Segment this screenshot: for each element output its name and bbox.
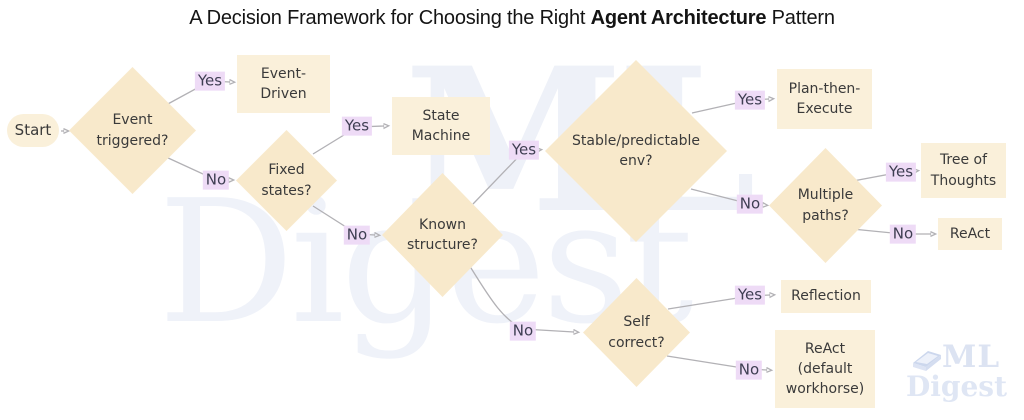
logo-digest-text: Digest: [906, 370, 1008, 403]
edge-label-yes: Yes: [341, 116, 373, 136]
start-node: Start: [7, 114, 59, 147]
page-title: A Decision Framework for Choosing the Ri…: [0, 7, 1024, 30]
outcome-event-driven: Event- Driven: [237, 55, 330, 113]
outcome-tree-of-thoughts: Tree of Thoughts: [921, 143, 1006, 198]
edge-label-no: No: [343, 225, 371, 245]
title-bold: Agent Architecture: [590, 7, 767, 29]
title-suffix: Pattern: [766, 7, 835, 29]
edge-label-yes: Yes: [734, 90, 766, 110]
logo-ml-text: ML: [942, 339, 1001, 375]
edge-label-no: No: [509, 321, 537, 341]
edge-label-no: No: [735, 360, 763, 380]
title-prefix: A Decision Framework for Choosing the Ri…: [189, 7, 591, 29]
outcome-reflection: Reflection: [781, 280, 871, 313]
edge-label-yes: Yes: [885, 162, 917, 182]
edge-label-yes: Yes: [194, 71, 226, 91]
edge-label-yes: Yes: [508, 140, 540, 160]
outcome-react-default-workhorse: ReAct (default workhorse): [775, 330, 875, 408]
outcome-state-machine: State Machine: [392, 97, 490, 155]
book-icon: [913, 351, 941, 371]
ml-digest-logo: ML Digest: [902, 336, 1014, 406]
outcome-react: ReAct: [938, 218, 1002, 250]
outcome-plan-then-execute: Plan-then- Execute: [777, 69, 872, 129]
edge-label-no: No: [736, 194, 764, 214]
edge-label-no: No: [889, 224, 917, 244]
edge-label-yes: Yes: [734, 285, 766, 305]
edge-label-no: No: [202, 170, 230, 190]
